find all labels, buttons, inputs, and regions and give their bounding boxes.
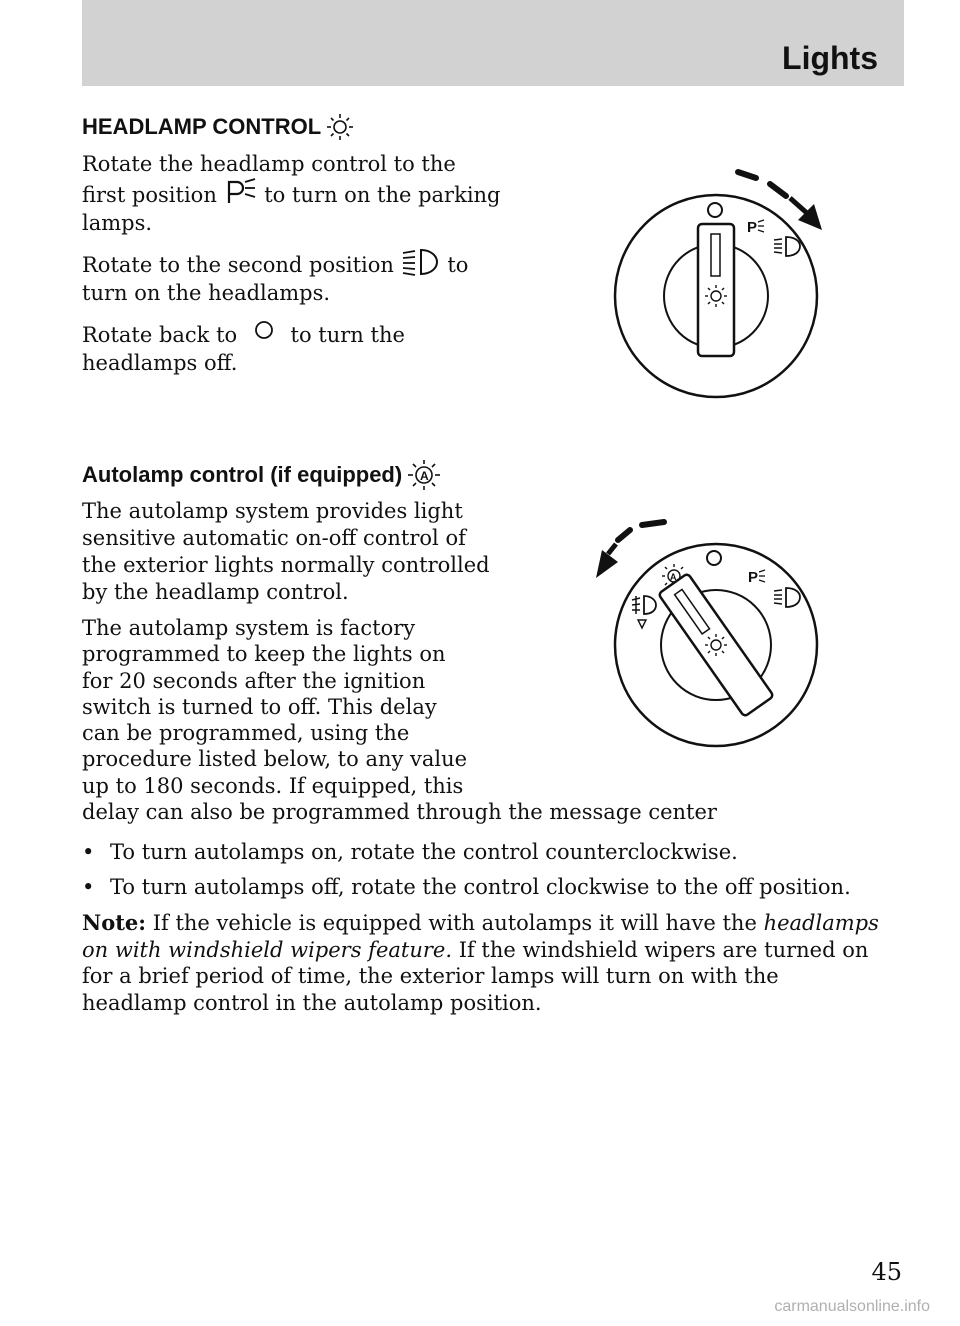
list-item: • To turn autolamps on, rotate the contro… (82, 838, 738, 866)
headlamp-para-1-a: Rotate the headlamp control to the first… (82, 152, 456, 207)
autolamp-para-2-line: switch is turned to off. This delay (82, 694, 437, 719)
headlamp-heading: HEADLAMP CONTROL (82, 112, 355, 142)
header-band: Lights (82, 0, 904, 86)
note-text-a: If the vehicle is equipped with autolamp… (152, 911, 757, 935)
note-paragraph: Note: If the vehicle is equipped with au… (82, 910, 882, 1016)
section-title: Lights (782, 40, 878, 76)
diagram-auto-label: A (670, 572, 677, 582)
headlamp-heading-text: HEADLAMP CONTROL (82, 114, 322, 139)
headlamp-para-1: Rotate the headlamp control to the first… (82, 150, 502, 237)
off-circle-icon (254, 321, 273, 339)
headlamp-sun-icon (327, 114, 354, 140)
autolamp-heading-text: Autolamp control (if equipped) (82, 462, 403, 487)
headlamp-control-diagram: P (613, 169, 822, 399)
autolamp-icon-label: A (420, 469, 429, 483)
diagram-headlamp-beam-icon (773, 587, 801, 608)
autolamp-para-2-line: procedure listed below, to any value (82, 747, 468, 772)
diagram-headlamp-sun-icon (705, 634, 727, 656)
autolamp-para-2-line: The autolamp system is factory (82, 616, 416, 640)
autolamp-para-1: The autolamp system provides light sensi… (82, 499, 490, 604)
autolamp-para-2-line: can be programmed, using the (82, 721, 410, 746)
bullet-dot: • (82, 840, 95, 864)
parking-position-label: P (748, 569, 758, 586)
list-item: • To turn autolamps off, rotate the contr… (82, 873, 851, 901)
parking-position-label: P (747, 219, 757, 236)
autolamp-para-2-line: up to 180 seconds. If equipped, this (82, 773, 464, 798)
headlamp-para-1-b: to turn on the parking lamps. (82, 183, 501, 235)
watermark: carmanualsonline.info (774, 1298, 930, 1315)
autolamp-icon: A (408, 460, 441, 490)
note-italic: headlamps on with windshield wipers feat… (82, 911, 879, 962)
list-item-text: To turn autolamps off, rotate the contro… (110, 875, 851, 899)
headlamp-para-3-b: to turn the headlamps off. (82, 323, 405, 375)
autolamp-para-2-line: for 20 seconds after the ignition (82, 668, 426, 693)
headlamp-beam-icon (402, 248, 438, 276)
headlamp-para-2-a: Rotate to the second position (82, 253, 394, 277)
headlamp-para-2: Rotate to the second position to turn on… (82, 248, 502, 307)
diagram-headlamp-beam-icon (773, 236, 801, 257)
headlamp-para-3-a: Rotate back to (82, 323, 238, 347)
note-text-b: If the windshield wipers are turned on f… (82, 937, 869, 1015)
list-item-text: To turn autolamps on, rotate the control… (110, 840, 738, 864)
autolamp-para-2-line: programmed to keep the lights on (82, 642, 446, 667)
diagram-wiper-headlamp-icon (631, 595, 657, 630)
page-number: 45 (871, 1258, 902, 1286)
bullet-dot: • (82, 875, 95, 899)
diagram-headlamp-sun-icon (705, 285, 727, 307)
note-label: Note: (82, 910, 147, 935)
autolamp-heading: Autolamp control (if equipped) A (82, 458, 442, 492)
headlamp-para-3: Rotate back to to turn the headlamps off… (82, 318, 502, 377)
headlamp-para-2-b: to turn on the headlamps. (82, 253, 469, 305)
autolamp-control-diagram: A P (596, 519, 819, 748)
autolamp-para-2: The autolamp system is factory programme… (82, 615, 717, 825)
autolamp-para-2-line: delay can also be programmed through the… (82, 800, 717, 825)
parking-lamp-icon (227, 178, 255, 203)
